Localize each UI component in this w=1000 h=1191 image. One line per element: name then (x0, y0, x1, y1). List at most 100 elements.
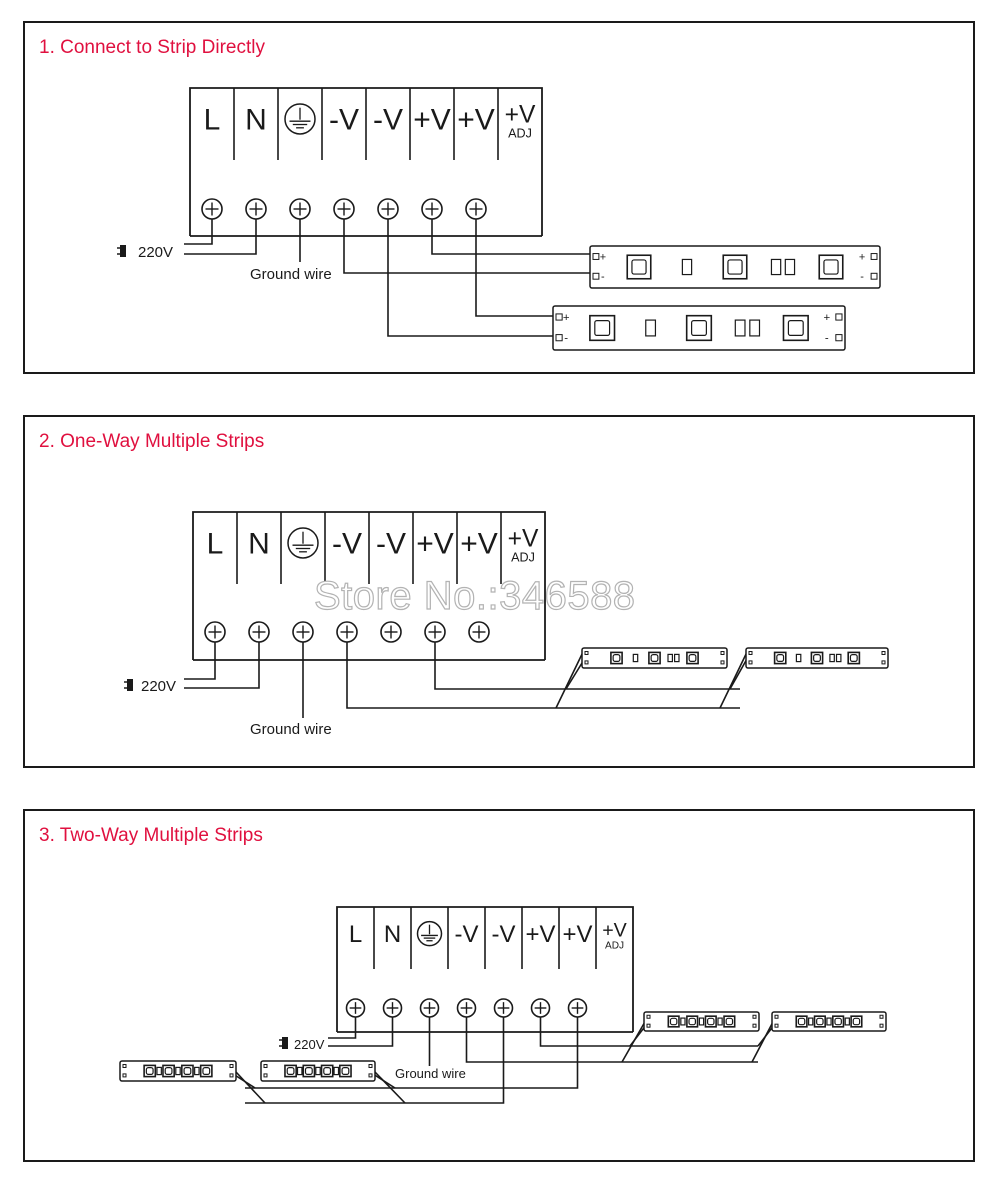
strip-led (782, 314, 809, 342)
strip-led-lens (813, 654, 821, 662)
strip-led-lens (706, 1017, 715, 1026)
strip-resistor (673, 653, 680, 663)
wire (184, 642, 216, 680)
strip-pad (555, 313, 563, 321)
strip-led (162, 1064, 175, 1078)
strip-resistor (296, 1066, 303, 1076)
terminal-label: +V (525, 921, 555, 948)
wire (431, 219, 598, 255)
strip-pad (646, 1023, 651, 1028)
input-voltage-label: 220V (138, 244, 173, 261)
earth-icon (416, 920, 443, 947)
strip-pad (122, 1073, 127, 1078)
strip-resistor (175, 1066, 181, 1076)
strip-resistor (784, 258, 796, 276)
store-watermark: Store No.:346588 (313, 573, 636, 618)
wire (346, 642, 740, 709)
wire (465, 1017, 758, 1063)
strip-led (143, 1064, 157, 1078)
strip-resistor (717, 1017, 723, 1026)
strip-led-lens (594, 320, 611, 336)
strip-led-lens (823, 259, 839, 275)
wire (374, 1071, 406, 1104)
panel-title: 1. Connect to Strip Directly (39, 37, 265, 58)
earth-icon (284, 103, 316, 135)
terminal-label: -V (455, 921, 479, 948)
strip-plus-label: + (859, 251, 865, 263)
wire (475, 219, 558, 317)
strip-led-lens (145, 1067, 154, 1075)
led-strip (581, 647, 728, 669)
strip-pad (879, 1014, 884, 1019)
led-strip (643, 1011, 760, 1032)
strip-resistor (194, 1066, 200, 1076)
strip-led-lens (776, 654, 785, 662)
strip-minus-label: - (825, 333, 829, 345)
strip-led (686, 1015, 699, 1028)
strip-resistor (749, 319, 761, 337)
strip-pad (720, 651, 725, 655)
strip-pad (368, 1073, 373, 1078)
strip-led (284, 1064, 297, 1078)
wire (235, 1071, 266, 1104)
strip-pad (229, 1073, 234, 1078)
terminal-label: -V (373, 103, 403, 136)
strip-minus-label: - (860, 271, 864, 283)
terminal-label: N (248, 527, 270, 560)
led-strip: +-+- (589, 245, 881, 289)
earth-icon (287, 527, 319, 559)
strip-led (181, 1064, 194, 1078)
terminal-label: +V (562, 921, 592, 948)
strip-plus-label: + (823, 312, 830, 324)
strip-led-lens (797, 1017, 806, 1026)
strip-led-lens (852, 1017, 861, 1026)
strip-led-lens (631, 259, 647, 275)
strip-led (339, 1064, 352, 1078)
strip-led (850, 1015, 863, 1028)
terminal-label: -V (329, 103, 359, 136)
strip-pad (774, 1014, 779, 1019)
strip-pad (881, 660, 886, 665)
strip-led-lens (849, 654, 858, 662)
wire (719, 649, 749, 709)
strip-resistor (667, 653, 674, 663)
led-strip (745, 647, 889, 669)
strip-led (320, 1064, 334, 1078)
strip-led-lens (727, 259, 743, 275)
strip-pad (835, 313, 843, 321)
strip-resistor (844, 1017, 850, 1026)
strip-led (795, 1015, 808, 1028)
ground-wire-label: Ground wire (250, 266, 332, 283)
strip-led (626, 254, 652, 280)
strip-resistor (829, 653, 835, 663)
plug-icon (120, 245, 126, 257)
strip-led (686, 651, 699, 665)
strip-pad (368, 1064, 373, 1068)
plug-icon (282, 1037, 288, 1049)
terminal-label: -V (332, 527, 362, 560)
led-strip: +-+- (552, 305, 846, 351)
wire (539, 1017, 758, 1047)
strip-pad (752, 1014, 757, 1019)
strip-led-lens (725, 1017, 734, 1026)
terminal-label: +V (457, 103, 495, 136)
input-voltage-label: 220V (141, 678, 176, 695)
terminal-label: N (245, 103, 267, 136)
strip-pad (646, 1014, 651, 1019)
wire (343, 219, 598, 274)
panel-title: 3. Two-Way Multiple Strips (39, 825, 263, 846)
strip-led (648, 651, 661, 665)
strip-pad (748, 651, 753, 655)
panel-one-way: 2. One-Way Multiple Strips (23, 415, 975, 768)
strip-resistor (680, 1017, 686, 1026)
panel-connect-directly: 1. Connect to Strip Directly (23, 21, 975, 374)
panel-title: 2. One-Way Multiple Strips (39, 431, 265, 452)
terminal-label: L (349, 921, 362, 948)
strip-resistor (734, 319, 746, 337)
led-strip (119, 1060, 237, 1082)
plug-icon (127, 679, 133, 691)
input-voltage-label: 220V (294, 1037, 325, 1052)
led-strip (260, 1060, 376, 1082)
